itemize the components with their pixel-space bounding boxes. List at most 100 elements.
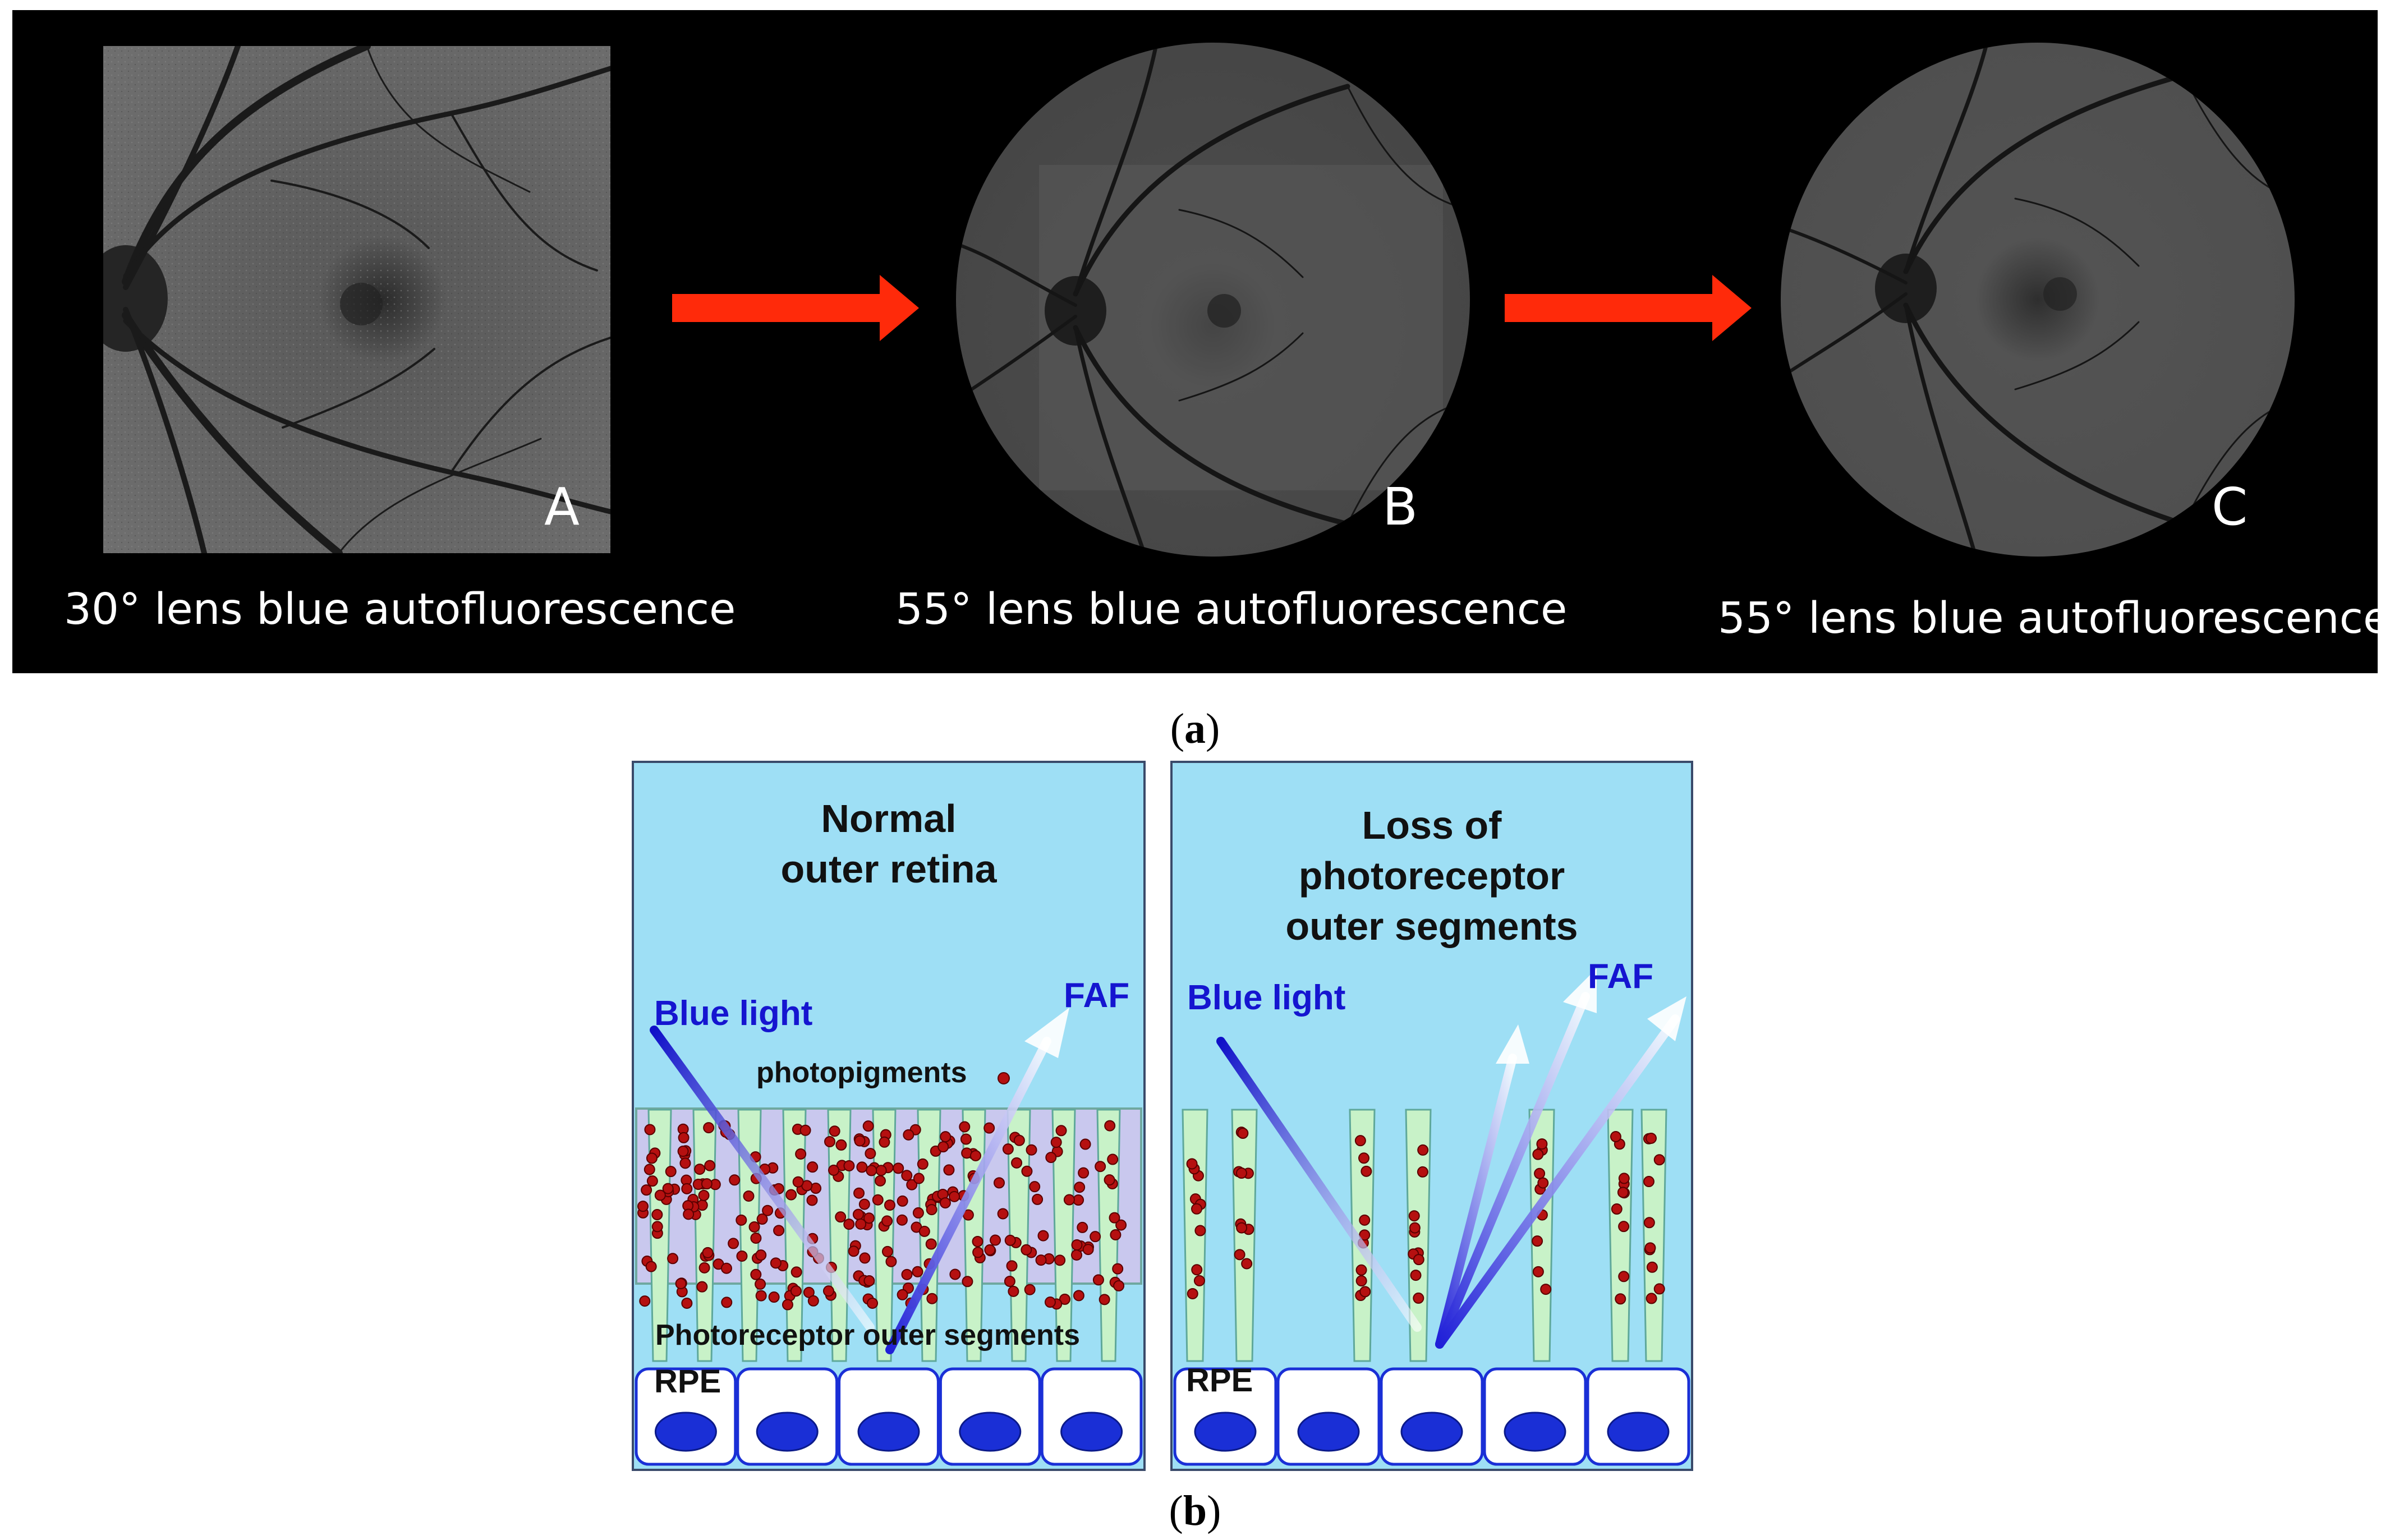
photopigment-dot — [937, 1141, 949, 1153]
photopigment-dot — [785, 1189, 797, 1201]
photopigment-dot — [736, 1214, 747, 1226]
blue-light-label-left: Blue light — [654, 994, 813, 1033]
photopigment-dot — [1021, 1165, 1033, 1177]
photopigment-dot — [848, 1245, 860, 1257]
photopigment-dot — [639, 1295, 651, 1307]
photopigment-dot — [790, 1266, 802, 1278]
photopigment-dot — [1653, 1154, 1665, 1166]
photopigment-dot — [990, 1234, 1001, 1246]
photopigment-dot — [795, 1148, 807, 1160]
rpe-nucleus — [1607, 1412, 1670, 1452]
photopigment-dot — [872, 1194, 884, 1206]
photopigment-dot — [925, 1238, 937, 1250]
photopigment-dot — [1618, 1173, 1630, 1184]
photopigment-dot — [998, 1072, 1010, 1084]
photopigment-dot — [679, 1157, 691, 1169]
photopigment-dot — [683, 1208, 695, 1220]
photopigment-dot — [755, 1290, 767, 1302]
photopigment-dot — [926, 1204, 937, 1216]
photopigment-dot — [822, 1285, 834, 1297]
photopigment-dot — [1004, 1276, 1015, 1288]
photopigment-dot — [1186, 1158, 1198, 1170]
photopigment-dot — [1241, 1258, 1253, 1270]
rpe-nucleus — [1194, 1412, 1257, 1452]
photopigment-dot — [790, 1285, 802, 1297]
photopigment-dot — [1417, 1144, 1429, 1156]
photopigment-dot — [1024, 1284, 1036, 1295]
photopigment-dot — [949, 1268, 961, 1280]
photopigment-dot — [901, 1170, 913, 1182]
photopigment-dot — [1002, 1143, 1014, 1155]
photopigment-dot — [853, 1187, 865, 1199]
photopigment-dot — [959, 1121, 971, 1133]
photopigment-dot — [1104, 1120, 1116, 1132]
diagram-right-title-line1: Loss of — [1362, 803, 1502, 847]
photopigment-dot — [1237, 1127, 1249, 1139]
photopigment-dot — [1643, 1217, 1655, 1229]
photopigment-dot — [884, 1199, 895, 1211]
photopigment-dot — [1194, 1225, 1206, 1236]
photopigment-dot — [1082, 1244, 1094, 1256]
faf-label-right: FAF — [1588, 957, 1654, 996]
image-caption-c: 55° lens blue autofluorescence — [1718, 594, 2390, 643]
photopigment-dot — [912, 1266, 923, 1277]
photopigment-dot — [1050, 1137, 1062, 1148]
red-arrow-right-1 — [672, 275, 919, 341]
photopigment-dot — [874, 1175, 886, 1187]
outer-segment — [1607, 1109, 1634, 1362]
photopigment-dot — [1035, 1254, 1047, 1266]
photopigment-dot — [1611, 1203, 1623, 1215]
photopigment-dot — [969, 1150, 981, 1161]
photopigment-dot — [1413, 1254, 1424, 1266]
photopigment-dot — [881, 1215, 893, 1227]
photopigment-dot — [1008, 1285, 1019, 1297]
photopigment-dot — [1054, 1254, 1066, 1266]
photopigment-dot — [721, 1297, 733, 1308]
photopigment-dot — [1193, 1275, 1205, 1286]
photopigment-dot — [756, 1213, 768, 1225]
photopigment-dot — [646, 1152, 658, 1164]
photopigment-dot — [1618, 1271, 1630, 1282]
rpe-nucleus — [1297, 1412, 1360, 1452]
panel-b-caption: (b) — [1169, 1487, 1221, 1534]
photopigment-dot — [875, 1165, 887, 1176]
image-letter-c: C — [2212, 477, 2248, 537]
photopigment-dot — [1013, 1134, 1025, 1146]
photopigment-dot — [770, 1257, 782, 1269]
photopigment-dot — [1090, 1231, 1101, 1243]
photopigment-dot — [906, 1179, 918, 1190]
photopigment-dot — [1540, 1284, 1552, 1295]
image-caption-b: 55° lens blue autofluorescence — [895, 585, 1568, 635]
photopigment-dot — [1532, 1235, 1543, 1247]
photopigment-dot — [855, 1218, 867, 1230]
photopigment-dot — [866, 1165, 877, 1176]
photopigment-dot — [1417, 1166, 1428, 1178]
photopigment-dot — [743, 1190, 755, 1202]
photopigment-dot — [926, 1293, 938, 1304]
photopigment-dot — [1643, 1176, 1654, 1188]
photopigment-dot — [736, 1250, 748, 1262]
photopigment-dot — [997, 1208, 1009, 1220]
photopigment-dot — [1077, 1221, 1088, 1233]
photopigment-dot — [940, 1131, 952, 1143]
rpe-nucleus — [959, 1412, 1022, 1452]
photopigment-dot — [1615, 1293, 1626, 1305]
photopigment-dot — [972, 1236, 983, 1248]
photopigment-dot — [859, 1252, 871, 1264]
photopigment-dot — [897, 1289, 908, 1300]
photopigment-dot — [1409, 1222, 1421, 1234]
photopigment-dot — [881, 1245, 893, 1257]
photopigment-dot — [704, 1160, 716, 1171]
photopigment-dot — [913, 1173, 925, 1184]
photopigment-dot — [651, 1221, 663, 1233]
photopigment-dot — [863, 1275, 875, 1287]
photopigment-dot — [755, 1278, 766, 1290]
photopigment-dot — [1236, 1222, 1248, 1234]
photopigment-dot — [854, 1135, 866, 1147]
photopigment-dot — [828, 1164, 840, 1176]
photopigment-dot — [750, 1232, 762, 1244]
photopigment-dot — [939, 1197, 951, 1209]
photopigment-dot — [645, 1261, 657, 1272]
photopigment-dot — [1095, 1161, 1106, 1173]
diagram-normal-outer-retina: Normal outer retina Blue light FAF photo… — [632, 761, 1146, 1471]
